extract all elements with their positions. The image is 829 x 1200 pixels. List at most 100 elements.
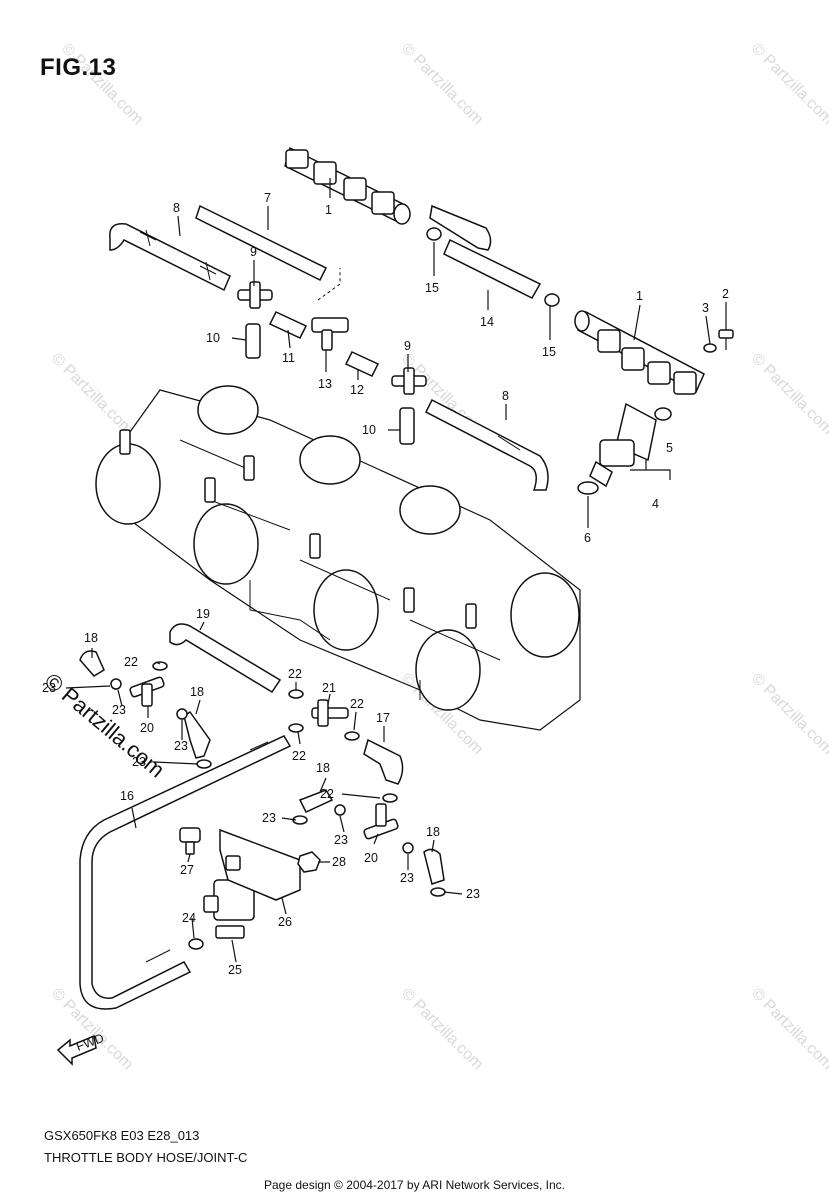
callout-25: 25 — [228, 963, 242, 977]
vacuum-hose-19[interactable] — [169, 623, 282, 694]
throttle-body-assembly — [95, 385, 581, 731]
vacuum-hose-straight[interactable] — [195, 204, 328, 282]
callout-18: 18 — [426, 825, 440, 839]
fuel-injector[interactable] — [589, 402, 657, 488]
callout-10: 10 — [362, 423, 376, 437]
hose-clamp[interactable] — [430, 887, 446, 897]
callout-20: 20 — [364, 851, 378, 865]
hose-clamp[interactable] — [288, 723, 304, 733]
callout-23: 23 — [262, 811, 276, 825]
callout-4: 4 — [652, 497, 659, 511]
callout-8: 8 — [502, 389, 509, 403]
leader-lines — [65, 178, 727, 963]
callout-24: 24 — [182, 911, 196, 925]
callout-1: 1 — [325, 203, 332, 217]
screw[interactable] — [718, 329, 734, 350]
callout-7: 7 — [264, 191, 271, 205]
hose-clamp[interactable] — [382, 793, 398, 803]
callout-23: 23 — [112, 703, 126, 717]
callout-19: 19 — [196, 607, 210, 621]
o-ring[interactable] — [426, 227, 442, 241]
hose-short[interactable] — [268, 311, 308, 339]
callout-12: 12 — [350, 383, 364, 397]
callout-27: 27 — [180, 863, 194, 877]
fuel-feed-hose[interactable] — [429, 204, 542, 299]
callout-23: 23 — [174, 739, 188, 753]
vacuum-hose-bent[interactable] — [424, 398, 549, 491]
callout-9: 9 — [250, 245, 257, 259]
vacuum-hose-17[interactable] — [363, 738, 404, 785]
callout-20: 20 — [140, 721, 154, 735]
hose-joint-t[interactable] — [391, 367, 427, 395]
callout-22: 22 — [292, 749, 306, 763]
hose-joint-t[interactable] — [311, 699, 349, 727]
hose-joint-t[interactable] — [363, 803, 399, 840]
model-code: GSX650FK8 E03 E28_013 — [44, 1128, 200, 1143]
fuel-delivery-pipe-upper[interactable] — [284, 146, 411, 225]
hose-joint-t[interactable] — [129, 676, 165, 707]
hose-clamp[interactable] — [152, 661, 168, 671]
o-ring[interactable] — [577, 481, 599, 495]
hose-cap[interactable] — [245, 323, 261, 359]
callout-8: 8 — [173, 201, 180, 215]
callout-10: 10 — [206, 331, 220, 345]
hose-joint-cross[interactable] — [311, 317, 349, 351]
callout-26: 26 — [278, 915, 292, 929]
callout-1: 1 — [636, 289, 643, 303]
vacuum-hose-bent[interactable] — [109, 223, 231, 292]
vacuum-hose-18[interactable] — [79, 650, 105, 677]
hose-cap[interactable] — [399, 407, 415, 445]
callout-15: 15 — [425, 281, 439, 295]
callout-23: 23 — [466, 887, 480, 901]
forward-arrow-icon: FWD — [56, 1031, 106, 1066]
callout-21: 21 — [322, 681, 336, 695]
callout-22: 22 — [350, 697, 364, 711]
callout-11: 11 — [282, 351, 295, 365]
callout-14: 14 — [480, 315, 494, 329]
nut[interactable] — [297, 851, 321, 873]
callout-3: 3 — [702, 301, 709, 315]
callout-16: 16 — [120, 789, 134, 803]
washer[interactable] — [703, 343, 717, 353]
vacuum-hose-18[interactable] — [298, 789, 334, 813]
callout-22: 22 — [288, 667, 302, 681]
callout-22: 22 — [320, 787, 334, 801]
callout-18: 18 — [316, 761, 330, 775]
footer-copyright: Page design © 2004-2017 by ARI Network S… — [263, 1178, 565, 1192]
callout-18: 18 — [190, 685, 204, 699]
o-ring[interactable] — [544, 293, 560, 307]
bolt[interactable] — [179, 827, 201, 855]
hose-clamp[interactable] — [110, 678, 122, 690]
section-name: THROTTLE BODY HOSE/JOINT-C — [44, 1150, 248, 1165]
hose-clamp[interactable] — [188, 938, 204, 950]
hose-clamp[interactable] — [288, 689, 304, 699]
vacuum-hose-18[interactable] — [423, 848, 445, 885]
hose-clamp[interactable] — [402, 842, 414, 854]
callout-28: 28 — [332, 855, 346, 869]
hose-joint-t[interactable] — [237, 281, 273, 309]
callout-22: 22 — [124, 655, 138, 669]
callout-23: 23 — [334, 833, 348, 847]
hose-clamp[interactable] — [334, 804, 346, 816]
callout-5: 5 — [666, 441, 673, 455]
callout-numbers: 1 1 2 3 4 5 6 7 8 8 9 9 10 10 11 12 13 1… — [42, 191, 729, 977]
o-ring[interactable] — [654, 407, 672, 421]
callout-13: 13 — [318, 377, 332, 391]
hose-clamp[interactable] — [196, 759, 212, 769]
vacuum-hose-long[interactable] — [79, 735, 292, 1010]
valve-bracket[interactable] — [219, 828, 301, 901]
callout-15: 15 — [542, 345, 556, 359]
hose-clamp[interactable] — [176, 708, 188, 720]
callout-9: 9 — [404, 339, 411, 353]
callout-2: 2 — [722, 287, 729, 301]
callout-23: 23 — [400, 871, 414, 885]
solenoid-valve[interactable] — [203, 879, 255, 939]
callout-18: 18 — [84, 631, 98, 645]
callout-17: 17 — [376, 711, 390, 725]
fuel-delivery-pipe-right[interactable] — [574, 310, 705, 395]
hose-clamp[interactable] — [344, 731, 360, 741]
hose-short[interactable] — [344, 351, 380, 377]
callout-23: 23 — [42, 681, 56, 695]
